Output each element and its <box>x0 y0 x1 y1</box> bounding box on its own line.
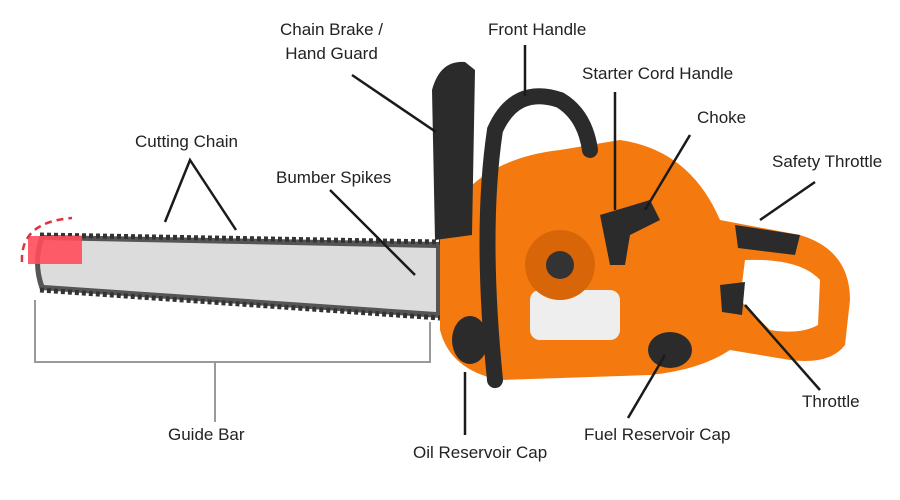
label-bumber-spikes: Bumber Spikes <box>276 168 392 187</box>
leader-lines <box>163 45 821 435</box>
label-fuel-reservoir-cap: Fuel Reservoir Cap <box>584 425 731 444</box>
guide-bar <box>35 232 441 321</box>
engine-body <box>440 140 850 380</box>
label-chain-brake-line2: Hand Guard <box>285 44 378 63</box>
label-throttle: Throttle <box>802 392 860 411</box>
bar-tip-dashed-arc <box>20 216 73 263</box>
label-starter-cord-handle: Starter Cord Handle <box>582 64 734 83</box>
label-chain-brake: Chain Brake / Hand Guard <box>280 18 383 66</box>
label-front-handle: Front Handle <box>488 20 587 39</box>
label-oil-reservoir-cap: Oil Reservoir Cap <box>413 443 548 462</box>
label-chain-brake-line1: Chain Brake / <box>280 20 383 39</box>
label-safety-throttle: Safety Throttle <box>772 152 883 171</box>
label-guide-bar: Guide Bar <box>168 425 245 444</box>
front-handle <box>479 88 598 388</box>
label-cutting-chain: Cutting Chain <box>135 132 239 151</box>
label-choke: Choke <box>697 108 747 127</box>
hand-guard <box>432 61 475 240</box>
bar-tip-highlight <box>28 236 82 264</box>
guide-bar-bracket <box>34 300 431 422</box>
